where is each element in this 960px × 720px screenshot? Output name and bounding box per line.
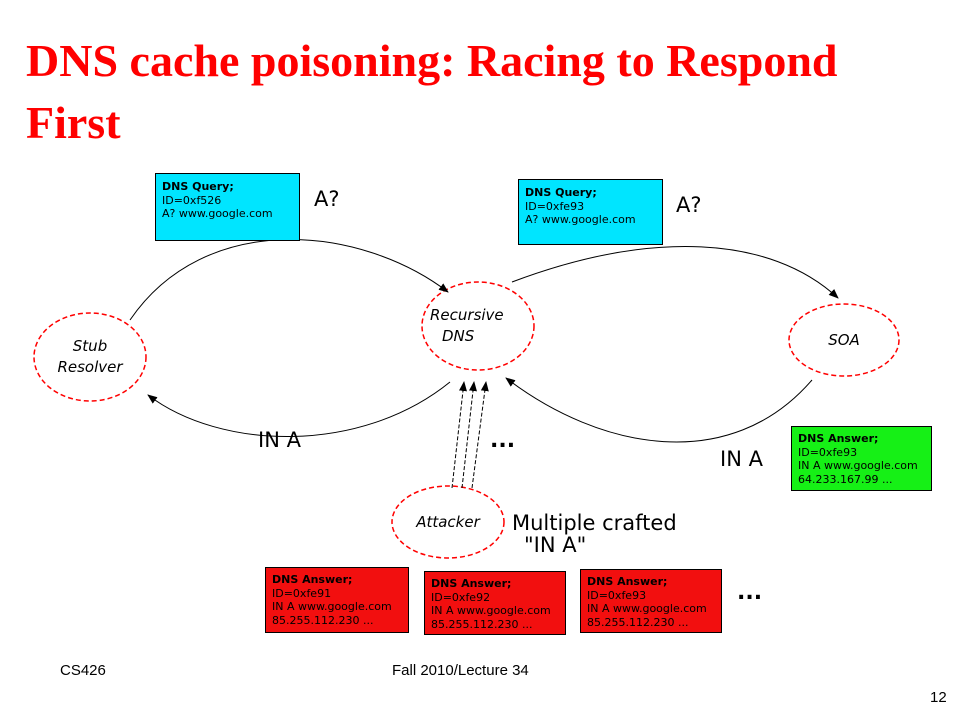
answer-label-right: IN A: [720, 447, 763, 471]
crafted-caption: Multiple crafted "IN A": [512, 511, 677, 557]
attack-arrow-2: [461, 381, 477, 489]
attack-arrow-3: [471, 381, 489, 489]
arrow-recursive-to-stub: [147, 381, 451, 438]
soa-label: SOA: [828, 331, 860, 349]
dns-answer-box-soa: DNS Answer; ID=0xfe93 IN A www.google.co…: [791, 426, 932, 491]
page-number: 12: [930, 689, 947, 706]
arrow-stub-to-recursive: [129, 239, 449, 321]
soa-node: [788, 303, 900, 377]
recursive-dns-node: [421, 281, 535, 371]
query-label-left: A?: [314, 187, 340, 211]
forged-answer-box-2: DNS Answer; ID=0xfe92 IN A www.google.co…: [424, 571, 566, 635]
attacker-node: [391, 485, 505, 559]
attack-dots: ...: [490, 428, 516, 453]
arrow-recursive-to-soa: [511, 246, 839, 299]
attacker-label: Attacker: [416, 513, 480, 531]
forged-answer-box-3: DNS Answer; ID=0xfe93 IN A www.google.co…: [580, 569, 722, 633]
forged-dots: ...: [737, 580, 763, 605]
answer-label-left: IN A: [258, 428, 301, 452]
dns-query-box-2: DNS Query; ID=0xfe93 A? www.google.com: [518, 179, 663, 245]
dns-query-box-1: DNS Query; ID=0xf526 A? www.google.com: [155, 173, 300, 241]
footer-lecture: Fall 2010/Lecture 34: [392, 662, 529, 679]
forged-answer-box-1: DNS Answer; ID=0xfe91 IN A www.google.co…: [265, 567, 409, 633]
stub-resolver-node: [33, 312, 147, 402]
arrow-soa-to-recursive: [505, 377, 813, 443]
slide-title: DNS cache poisoning: Racing to Respond F…: [26, 35, 838, 148]
attack-arrow-1: [451, 381, 467, 489]
footer-course: CS426: [60, 662, 106, 679]
query-label-right: A?: [676, 193, 702, 217]
